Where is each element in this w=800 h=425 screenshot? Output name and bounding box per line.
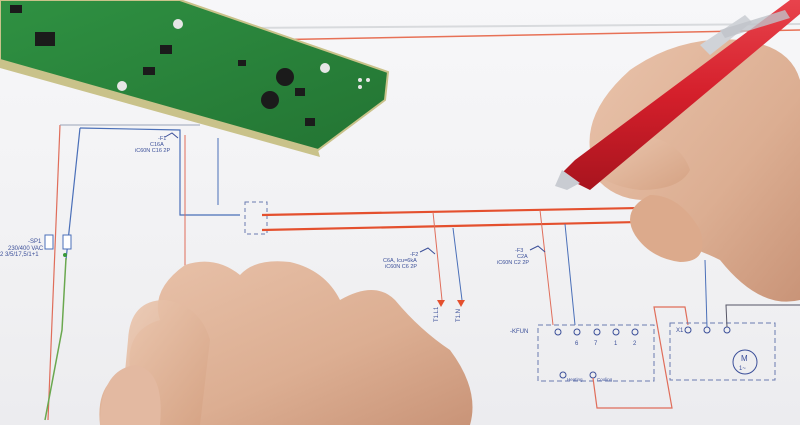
output-t1-n: T1.N xyxy=(456,309,462,322)
f3-rating: C2A xyxy=(517,254,528,260)
motor-phase: 1~ xyxy=(739,366,746,372)
svg-text:7: 7 xyxy=(594,341,598,347)
f3-id: -F3 xyxy=(515,248,523,254)
f1-rating: C16A xyxy=(150,142,164,148)
junction-block xyxy=(244,201,268,235)
controller-kfun xyxy=(537,306,689,409)
svg-text:1: 1 xyxy=(614,341,618,347)
breaker-f3 xyxy=(529,209,576,326)
pcb-board xyxy=(0,0,390,157)
svg-text:230/400 VAC: 230/400 VAC xyxy=(8,246,44,252)
svg-text:Heating: Heating xyxy=(567,377,583,382)
motor-block xyxy=(669,259,800,381)
f1-id: -F1 xyxy=(158,136,166,142)
svg-text:6: 6 xyxy=(575,341,579,347)
spd-label: -SP1 230/400 VAC 2 3/5/17,5/1+1 xyxy=(0,239,44,258)
right-hand xyxy=(589,39,800,302)
svg-text:-SP1: -SP1 xyxy=(28,239,42,245)
breaker-f2 xyxy=(419,211,465,307)
left-wiring xyxy=(44,124,240,421)
f3-model: iC60N C2 2P xyxy=(497,260,529,266)
x1-id: X1 xyxy=(676,328,684,334)
kfun-id: -KFUN xyxy=(510,329,528,335)
left-hand xyxy=(99,261,473,425)
f2-model: iC60N C6 2P xyxy=(385,264,417,270)
red-pen xyxy=(555,0,800,190)
svg-text:2: 2 xyxy=(633,341,637,347)
top-rails xyxy=(239,23,800,41)
f2-rating: C6A, Icu=6kA xyxy=(383,258,417,264)
f1-model: iC60N C16 2P xyxy=(135,148,170,154)
f2-id: -F2 xyxy=(410,252,418,258)
output-t1-l1: T1.L1 xyxy=(434,306,440,322)
svg-text:Cooling: Cooling xyxy=(597,377,613,382)
busbars xyxy=(261,206,641,232)
motor-symbol: M xyxy=(741,354,748,363)
svg-text:2 3/5/17,5/1+1: 2 3/5/17,5/1+1 xyxy=(0,252,39,258)
